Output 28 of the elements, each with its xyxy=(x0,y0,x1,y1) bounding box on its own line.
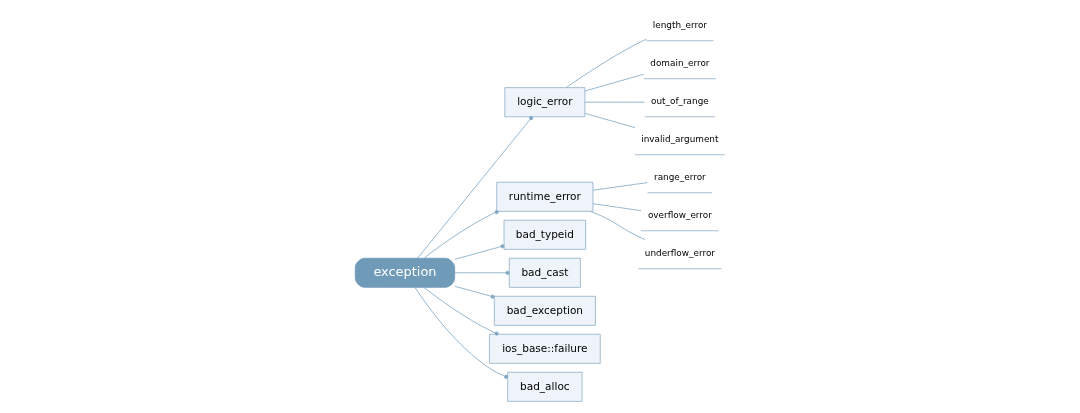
connector xyxy=(423,287,499,336)
connector xyxy=(454,244,505,260)
connector xyxy=(592,182,648,191)
connector xyxy=(417,116,534,259)
connector xyxy=(454,285,495,299)
connector xyxy=(584,73,645,92)
node-box: exception xyxy=(354,257,456,288)
node-text: underflow_error xyxy=(644,248,715,259)
connector xyxy=(565,38,647,88)
node-text: domain_error xyxy=(650,58,710,69)
connector xyxy=(590,210,646,240)
node-text: range_error xyxy=(654,172,706,183)
node-box: logic_error xyxy=(504,87,586,118)
node-text: invalid_argument xyxy=(641,134,719,145)
connector xyxy=(414,287,509,379)
node-box: bad_exception xyxy=(493,295,596,326)
connector xyxy=(584,113,636,128)
node-box: bad_alloc xyxy=(507,371,583,402)
node-text: out_of_range xyxy=(651,96,709,107)
node-box: bad_cast xyxy=(508,257,581,288)
connector xyxy=(592,203,642,212)
connector xyxy=(423,210,499,259)
node-text: length_error xyxy=(652,20,707,31)
connector xyxy=(584,101,645,103)
node-box: bad_typeid xyxy=(503,219,587,250)
connector xyxy=(454,270,510,275)
node-text: overflow_error xyxy=(647,210,712,221)
node-box: runtime_error xyxy=(496,181,594,212)
